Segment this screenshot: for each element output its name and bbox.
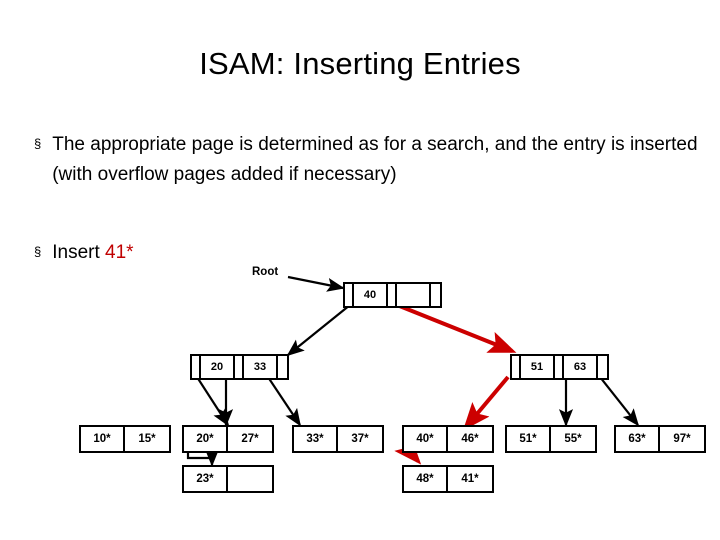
right-internal-key-63: 63 [564,356,598,378]
bullet-marker-icon: § [34,244,42,259]
leaf-33-37[interactable]: 33* 37* [292,425,384,453]
page-title: ISAM: Inserting Entries [199,46,521,81]
leaf-cell-15: 15* [138,433,156,445]
leaf-cell-55: 55* [564,433,582,445]
leaf-cell-46: 46* [461,433,479,445]
bullet-2-text: Insert 41* [52,238,133,268]
overflow-cell-48: 48* [404,467,448,491]
root-cell-empty [397,284,431,306]
leaf-20-27[interactable]: 20* 27* [182,425,274,453]
internal-node-right[interactable]: 51 63 [510,354,609,380]
leaf-cell-37: 37* [351,433,369,445]
root-cell-key-40: 40 [354,284,388,306]
left-internal-key-20: 20 [201,356,235,378]
left-internal-pointer-0 [192,356,201,378]
overflow-23[interactable]: 23* [182,465,274,493]
insert-label: Insert [52,242,106,263]
leaf-cell-27: 27* [241,433,259,445]
internal-node-left[interactable]: 20 33 [190,354,289,380]
right-internal-key-51: 51 [521,356,555,378]
bullet-1-text: The appropriate page is determined as fo… [52,134,698,185]
leaf-cell-51: 51* [507,427,551,451]
left-internal-pointer-1 [235,356,244,378]
isam-tree-diagram: Root [0,255,720,540]
inserted-key-value: 41* [105,242,134,263]
leaf-63-97[interactable]: 63* 97* [614,425,706,453]
bullet-item-2: § Insert 41* [34,238,364,268]
leaf-cell-20: 20* [184,427,228,451]
left-internal-pointer-2 [278,356,287,378]
leaf-cell-33: 33* [294,427,338,451]
right-internal-pointer-0 [512,356,521,378]
root-cell-pointer-2 [431,284,440,306]
right-internal-pointer-1 [555,356,564,378]
left-internal-key-33: 33 [244,356,278,378]
arrow-leaf-20-27-to-overflow-23 [186,449,220,467]
leaf-40-46[interactable]: 40* 46* [402,425,494,453]
right-internal-pointer-2 [598,356,607,378]
arrow-right-internal-to-leaf-63-97 [599,376,640,427]
root-cell-pointer-0 [345,284,354,306]
root-label-arrow [287,275,345,292]
bullet-marker-icon: § [34,136,42,151]
leaf-cell-40: 40* [404,427,448,451]
overflow-cell-empty [228,467,272,491]
arrow-left-internal-to-leaf-10-15 [196,376,229,427]
root-node[interactable]: 40 [343,282,442,308]
red-arrow-root-to-right-internal [386,299,517,353]
overflow-48-41[interactable]: 48* 41* [402,465,494,493]
root-cell-pointer-1 [388,284,397,306]
leaf-51-55[interactable]: 51* 55* [505,425,597,453]
leaf-cell-97: 97* [673,433,691,445]
overflow-cell-41: 41* [461,473,479,485]
red-arrow-right-internal-to-leaf-40-46 [462,375,510,431]
arrow-left-internal-to-leaf-33-37 [267,376,301,427]
leaf-cell-10: 10* [81,427,125,451]
leaf-10-15[interactable]: 10* 15* [79,425,171,453]
overflow-cell-23: 23* [184,467,228,491]
leaf-cell-63: 63* [616,427,660,451]
arrow-root-to-left-internal [286,304,351,357]
root-label: Root [252,266,279,278]
bullet-item-1: § The appropriate page is determined as … [34,130,710,190]
